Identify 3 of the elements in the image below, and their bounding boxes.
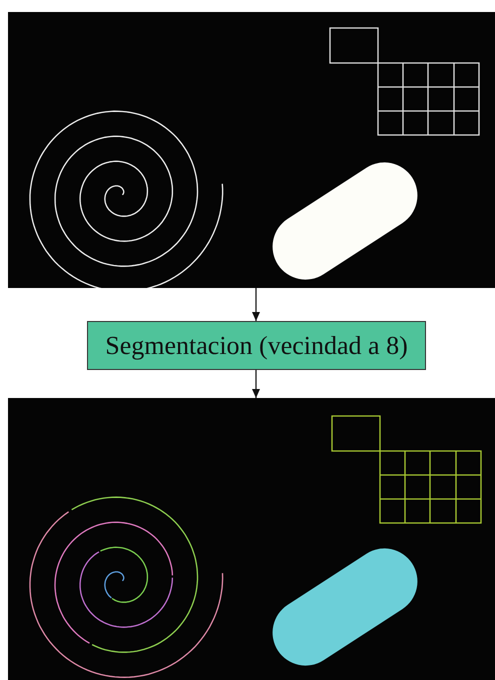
process-box: Segmentacion (vecindad a 8): [87, 321, 426, 370]
arrow: [252, 370, 260, 398]
arrow: [252, 288, 260, 321]
